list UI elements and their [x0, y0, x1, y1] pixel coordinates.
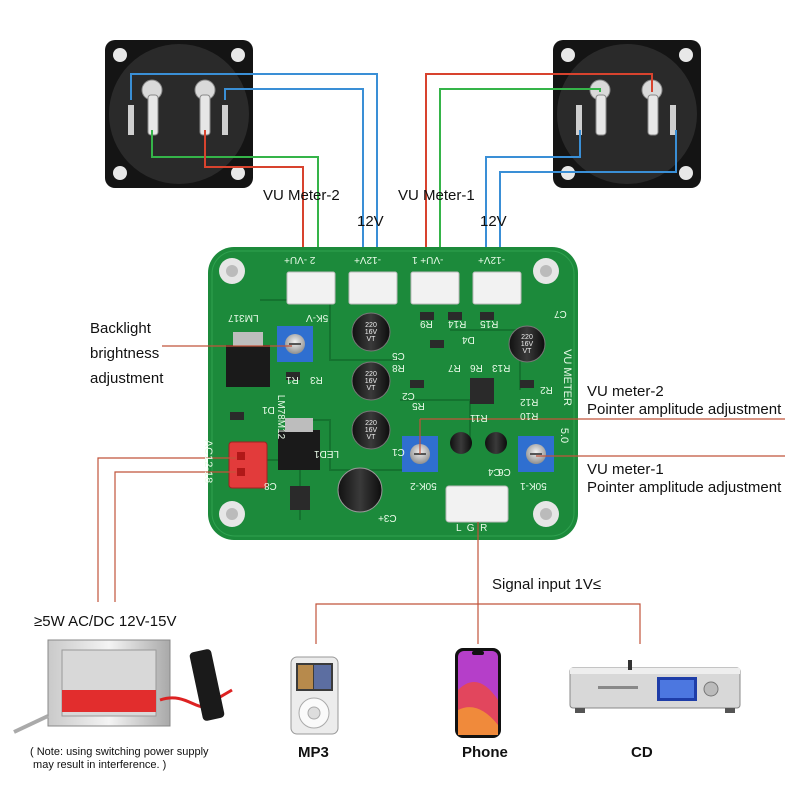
mp3-player	[290, 656, 339, 735]
pcb-board	[208, 247, 578, 540]
component-ref-c3plus: C3+	[378, 512, 397, 523]
vu-meter-2-label: VU Meter-2	[263, 187, 340, 204]
cap-label-3: 220 16V VT	[364, 420, 378, 441]
vu1-adjust-sub: Pointer amplitude adjustment	[587, 479, 782, 496]
silk-12v-a: -12V+	[354, 254, 381, 265]
cd-player	[569, 660, 741, 713]
component-ref-r15: R15	[480, 318, 499, 329]
wire-red-left	[204, 130, 304, 292]
vu-meter-1-label: VU Meter-1	[398, 187, 475, 204]
component-ref-r3: R3	[310, 374, 323, 385]
component-ref-c7: C7	[554, 308, 567, 319]
vu-meter-1-back	[553, 40, 701, 188]
component-ref-c5: C5	[392, 350, 405, 361]
silk-version: 5.0	[558, 427, 571, 444]
header-connectors	[286, 271, 522, 305]
component-ref-r10: R10	[520, 410, 539, 421]
phone-label: Phone	[462, 744, 508, 761]
power-header	[228, 441, 268, 489]
cd-label: CD	[631, 744, 653, 761]
silk-vu1-pins: -VU+ 1	[412, 254, 444, 265]
wires	[130, 73, 677, 292]
power-spec-label: ≥5W AC/DC 12V-15V	[34, 613, 177, 630]
supply-12v-right: 12V	[480, 213, 507, 230]
silk-lgr: L G R	[456, 523, 488, 534]
lm317-regulator	[226, 345, 270, 387]
component-ref-r1: R1	[286, 374, 299, 385]
component-ref-r6: R6	[470, 362, 483, 373]
silk-vu-meter: VU METER	[560, 349, 573, 406]
trimmer-vu1	[518, 436, 554, 472]
silk-12v-b: -12V+	[478, 254, 505, 265]
cap-label-1: 220 16V VT	[364, 322, 378, 343]
component-ref-r12: R12	[520, 396, 539, 407]
component-ref-r14: R14	[448, 318, 467, 329]
component-ref-r2: R2	[540, 384, 553, 395]
silk-ac12-18: AC12-18	[202, 439, 215, 484]
wire-green-right	[439, 88, 601, 292]
component-ref-c2: C2	[402, 390, 415, 401]
vu1-adjust-title: VU meter-1	[587, 461, 664, 478]
smartphone	[455, 648, 501, 738]
component-ref-c1: C1	[392, 446, 405, 457]
cap-label-4: 220 16V VT	[520, 334, 534, 355]
trimmer-backlight	[277, 326, 313, 362]
component-ref-r5: R5	[412, 400, 425, 411]
interference-note: ( Note: using switching power supply may…	[30, 746, 209, 771]
silk-lm7812: LM78M12	[275, 394, 287, 440]
backlight-annotation: Backlight brightness adjustment	[90, 320, 164, 387]
capacitors	[337, 312, 546, 513]
wire-red-right	[425, 73, 653, 292]
component-ref-d1: D1	[262, 404, 275, 415]
component-ref-r7: R7	[448, 362, 461, 373]
wire-blue-right-b	[499, 130, 677, 292]
wire-green-left	[151, 130, 319, 292]
wire-blue-right-a	[485, 130, 581, 292]
annotation-lines	[97, 345, 785, 644]
silk-lm317: LM317	[228, 312, 259, 323]
lm78m12-regulator	[278, 430, 320, 470]
silk-vu2-pins: 2 -VU+	[284, 254, 316, 265]
component-ref-r9: R9	[420, 318, 433, 329]
component-ref-c8: C8	[264, 480, 277, 491]
component-ref-r8: R8	[392, 362, 405, 373]
component-ref-c6: C6	[498, 466, 511, 477]
vu2-adjust-sub: Pointer amplitude adjustment	[587, 401, 782, 418]
signal-input-label: Signal input 1V≤	[492, 576, 602, 593]
cap-label-2: 220 16V VT	[364, 371, 378, 392]
vu-meter-2-back	[105, 40, 253, 188]
transformer	[13, 639, 233, 734]
component-ref-led1: LED1	[314, 448, 340, 459]
component-ref-r13: R13	[492, 362, 511, 373]
silk-50k2: 50K-2	[410, 480, 437, 491]
wire-blue-left-a	[130, 73, 378, 292]
vu2-adjust-title: VU meter-2	[587, 383, 664, 400]
wire-blue-left-b	[224, 88, 364, 292]
component-ref-r11: R11	[470, 412, 488, 423]
silk-50k1: 50K-1	[520, 480, 547, 491]
silk-5k: 5K-V	[306, 312, 329, 323]
signal-header	[445, 485, 509, 523]
mp3-label: MP3	[298, 744, 329, 761]
supply-12v-left: 12V	[357, 213, 384, 230]
component-ref-d4: D4	[462, 334, 475, 345]
